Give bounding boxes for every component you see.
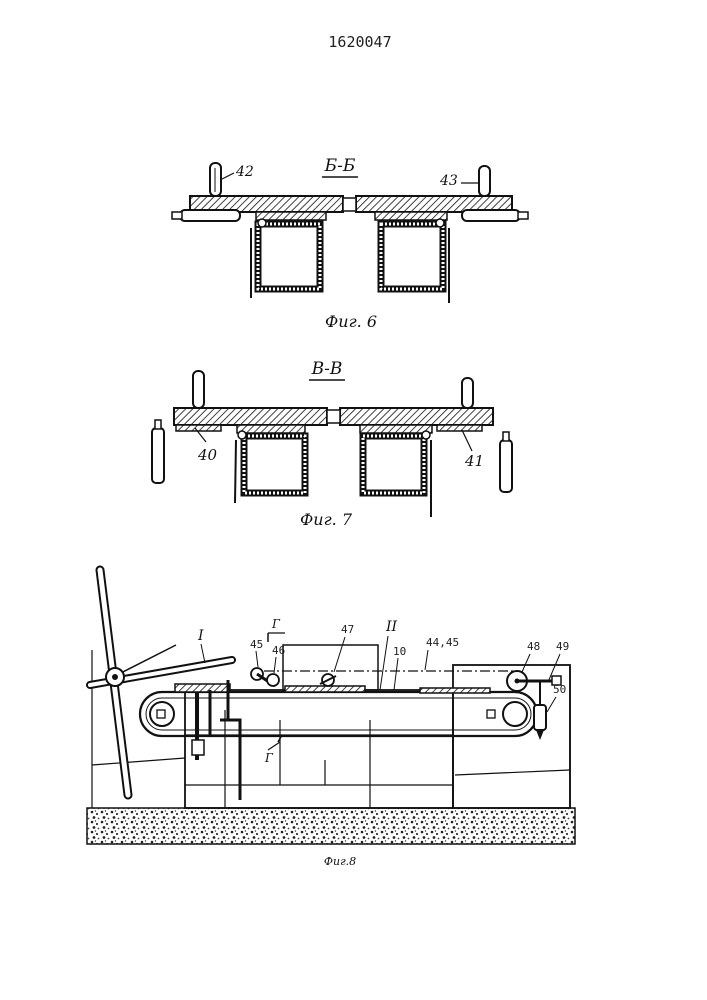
conveyor-belt: [140, 692, 537, 736]
figure-7: В-В 40 41 Фиг. 7: [152, 359, 512, 529]
roller-46: [267, 674, 279, 686]
fig8-callout-47: 47: [341, 623, 354, 636]
fig6-callout-43: 43: [439, 173, 458, 189]
fig8-callout-44-45: 44,45: [426, 636, 459, 649]
fig6-caption: Фиг. 6: [325, 312, 377, 331]
figure-6: Б-Б 42 43 Фиг. 6: [172, 156, 528, 331]
fig7-caption: Фиг. 7: [300, 510, 353, 529]
fig6-callout-42: 42: [235, 164, 254, 180]
fig8-caption: Фиг.8: [324, 855, 356, 868]
fig8-callout-10: 10: [393, 645, 406, 658]
fig8-callout-45: 45: [250, 638, 263, 651]
fig7-plate-left: [174, 408, 327, 425]
fig8-callout-48: 48: [527, 640, 540, 653]
patent-number: 1620047: [328, 33, 391, 51]
right-pulley: [503, 702, 527, 726]
fig8-callout-G-bottom: Г: [264, 751, 274, 765]
fig7-plate-right: [340, 408, 493, 425]
fig7-section-label: В-В: [311, 359, 343, 379]
fig6-section-label: Б-Б: [324, 156, 356, 176]
fig8-callout-49: 49: [556, 640, 569, 653]
fig6-handle-43: [479, 166, 490, 196]
fig8-callout-50: 50: [553, 683, 566, 696]
fig8-callout-II: II: [385, 619, 398, 635]
fig8-callout-G-top: Г: [271, 617, 281, 631]
fig8-callout-46: 46: [272, 644, 285, 657]
actuator-50: [534, 705, 546, 730]
fig8-callout-I: I: [197, 628, 204, 644]
ground-strip: [87, 808, 575, 844]
figure-8: I 45 46: [87, 570, 575, 868]
fig7-callout-40: 40: [197, 446, 218, 464]
fig7-callout-41: 41: [464, 452, 484, 470]
